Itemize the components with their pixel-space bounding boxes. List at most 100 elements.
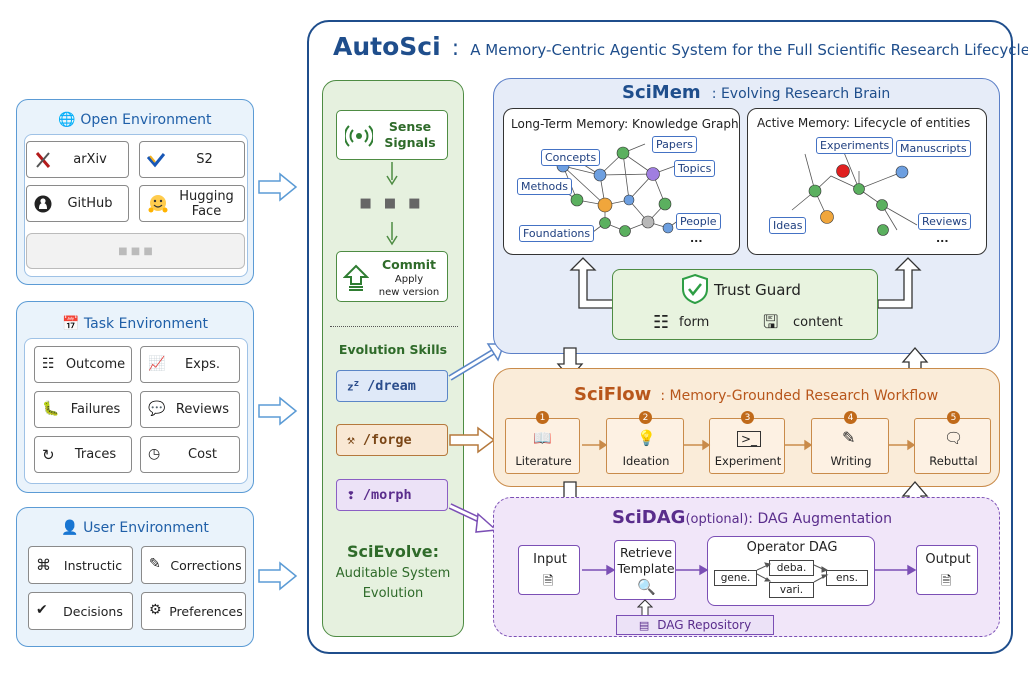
arxiv-icon xyxy=(35,151,51,168)
sense-signals-box[interactable]: Sense Signals xyxy=(336,110,448,160)
sciflow-step-arrows xyxy=(582,439,914,451)
task-outcome[interactable]: ☷Outcome xyxy=(34,346,132,383)
step-writing[interactable]: 4 ✎ Writing xyxy=(811,411,889,474)
commit-subtitle: new version xyxy=(378,287,440,298)
user-label: Decisions xyxy=(63,603,123,619)
clock-coin-icon: ◷ xyxy=(148,445,161,462)
source-hugging-face[interactable]: Hugging Face xyxy=(139,185,245,222)
source-github[interactable]: GitHub xyxy=(26,185,129,222)
scievolve-desc: Auditable System xyxy=(335,565,451,581)
trust-guard-label: Trust Guard xyxy=(714,281,801,299)
kg-tag-topics: Topics xyxy=(674,160,716,177)
chat-bubble-icon: 🗨 xyxy=(944,429,964,447)
forge-to-sciflow-arrow xyxy=(449,426,496,454)
kg-tag-foundations: Foundations xyxy=(519,225,595,242)
task-label: Exps. xyxy=(184,357,221,372)
pencil-icon: ✎ xyxy=(842,428,856,447)
trustguard-am-arrow xyxy=(877,257,922,309)
sense-signals-label: Sense Signals xyxy=(384,119,436,150)
source-label: S2 xyxy=(196,152,213,167)
kg-tag-concepts: Concepts xyxy=(541,149,601,166)
am-more: ... xyxy=(936,232,949,245)
op-deba[interactable]: deba. xyxy=(769,560,814,576)
globe-icon: 🌐 xyxy=(58,112,76,128)
user-icon: 👤 xyxy=(61,520,79,536)
skill-dream[interactable]: zz/dream xyxy=(336,370,448,402)
ltm-title: Long-Term Memory: Knowledge Graph xyxy=(511,117,739,131)
knowledge-graph xyxy=(556,143,680,237)
retrieve-label: Template xyxy=(617,561,675,576)
commit-title: Commit xyxy=(381,257,437,272)
commit-down-arrow xyxy=(386,222,398,246)
database-icon: ▤ xyxy=(638,618,650,632)
pencil-icon: ✎ xyxy=(149,556,161,572)
kg-more: ... xyxy=(690,232,703,245)
operator-dag-title: Operator DAG xyxy=(746,540,838,555)
main-title: AutoSci : A Memory-Centric Agentic Syste… xyxy=(333,32,1028,61)
butterfly-icon: ❢ xyxy=(347,487,355,503)
scidag-flow-arrows xyxy=(582,564,916,576)
retrieve-template-box[interactable]: Retrieve Template 🔍 xyxy=(614,540,676,600)
source-label: Hugging Face xyxy=(179,188,234,219)
user-corrections[interactable]: ✎Corrections xyxy=(141,546,246,584)
document-icon: 🗎 xyxy=(941,574,952,589)
am-title: Active Memory: Lifecycle of entities xyxy=(757,116,971,130)
source-s2[interactable]: S2 xyxy=(139,141,245,178)
divider xyxy=(330,326,458,327)
terminal-icon: >_ xyxy=(737,431,762,447)
step-number: 3 xyxy=(741,411,754,424)
github-icon xyxy=(34,195,52,212)
lightbulb-icon: 💡 xyxy=(637,429,656,447)
user-preferences[interactable]: ⚙Preferences xyxy=(141,592,246,630)
step-label: Ideation xyxy=(622,454,670,468)
semantic-scholar-icon xyxy=(147,152,165,167)
user-decisions[interactable]: ✔Decisions xyxy=(28,592,133,630)
hugging-face-icon xyxy=(148,194,168,212)
anvil-hammer-icon: ⚒ xyxy=(347,432,355,448)
trust-guard-box xyxy=(612,269,878,340)
step-rebuttal[interactable]: 5 🗨 Rebuttal xyxy=(914,411,991,474)
step-ideation[interactable]: 2 💡 Ideation xyxy=(606,411,684,474)
scievolve-panel xyxy=(322,80,464,637)
ltm-trustguard-arrow xyxy=(569,257,614,309)
kg-tag-papers: Papers xyxy=(652,136,697,153)
skill-forge[interactable]: ⚒/forge xyxy=(336,424,448,456)
open-env-arrow xyxy=(258,172,298,202)
dag-input-box[interactable]: Input 🗎 xyxy=(518,545,580,595)
task-failures[interactable]: 🐛Failures xyxy=(34,391,132,428)
morph-to-scidag-arrow xyxy=(448,503,498,533)
step-experiment[interactable]: 3 >_ Experiment xyxy=(709,411,785,474)
upload-commit-icon xyxy=(343,264,369,291)
repo-to-retrieve-arrow xyxy=(637,599,653,617)
user-env-arrow xyxy=(258,561,298,591)
scievolve-desc: Evolution xyxy=(362,585,424,601)
user-environment-panel: 👤 User Environment ⌘Instructic ✎Correcti… xyxy=(16,507,254,647)
skill-morph[interactable]: ❢/morph xyxy=(336,479,448,511)
task-exps[interactable]: 📈Exps. xyxy=(140,346,240,383)
op-ens[interactable]: ens. xyxy=(826,570,868,586)
am-tag-reviews: Reviews xyxy=(918,213,971,230)
user-environment-title: 👤 User Environment xyxy=(61,520,209,536)
command-icon: ⌘ xyxy=(36,556,51,574)
step-number: 2 xyxy=(639,411,652,424)
task-reviews[interactable]: 💬Reviews xyxy=(140,391,240,428)
refresh-icon: ↻ xyxy=(42,445,55,464)
kg-tag-methods: Methods xyxy=(517,178,572,195)
step-literature[interactable]: 1 📖 Literature xyxy=(505,411,580,474)
scimem-title: SciMem : Evolving Research Brain xyxy=(622,82,891,103)
more-sources-placeholder: ■ ■ ■ xyxy=(26,233,245,269)
step-number: 1 xyxy=(536,411,549,424)
trust-guard-form: form xyxy=(679,315,710,330)
op-vari[interactable]: vari. xyxy=(769,582,814,598)
commit-box[interactable]: Commit Apply new version xyxy=(336,251,448,302)
sense-down-arrow xyxy=(386,162,398,186)
source-arxiv[interactable]: arXiv xyxy=(26,141,129,178)
user-instructions[interactable]: ⌘Instructic xyxy=(28,546,133,584)
task-cost[interactable]: ◷Cost xyxy=(140,436,240,473)
dag-repository[interactable]: ▤DAG Repository xyxy=(616,615,774,635)
task-environment-panel: 📅 Task Environment ☷Outcome 📈Exps. 🐛Fail… xyxy=(16,301,254,493)
dag-output-box[interactable]: Output 🗎 xyxy=(916,545,978,595)
calendar-check-icon: 📅 xyxy=(62,316,80,332)
task-traces[interactable]: ↻Traces xyxy=(34,436,132,473)
op-gene[interactable]: gene. xyxy=(714,570,757,586)
